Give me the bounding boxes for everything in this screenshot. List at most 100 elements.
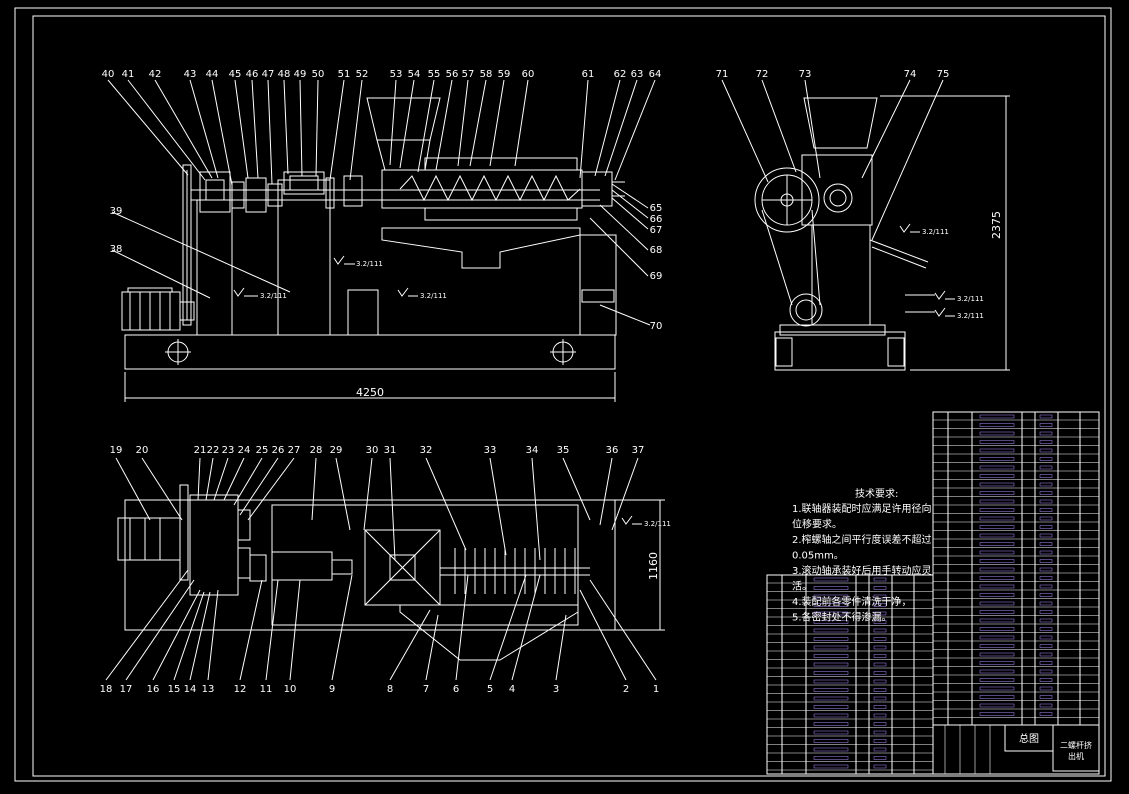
balloon-55: 55	[428, 69, 441, 80]
balloon-8: 8	[387, 684, 393, 695]
balloon-4: 4	[509, 684, 515, 695]
balloon-58: 58	[480, 69, 493, 80]
balloon-39: 39	[110, 206, 123, 217]
balloon-27: 27	[288, 445, 301, 456]
balloon-36: 36	[606, 445, 619, 456]
front-view-leaders	[107, 79, 656, 326]
balloon-29: 29	[330, 445, 343, 456]
side-hopper	[803, 97, 878, 149]
balloon-32: 32	[420, 445, 433, 456]
belt-pulley	[182, 164, 192, 326]
balloon-20: 20	[136, 445, 149, 456]
roughness-label-front-3: 3.2/111	[420, 292, 447, 300]
note-line: 位移要求。	[792, 518, 842, 531]
small-pulley	[789, 293, 823, 327]
balloon-52: 52	[356, 69, 369, 80]
product-name: 二螺杆挤出机	[1060, 740, 1092, 761]
balloon-41: 41	[122, 69, 135, 80]
balloon-16: 16	[147, 684, 160, 695]
balloon-22: 22	[207, 445, 220, 456]
balloon-17: 17	[120, 684, 133, 695]
balloon-5: 5	[487, 684, 493, 695]
balloon-62: 62	[614, 69, 627, 80]
balloon-3: 3	[553, 684, 559, 695]
technical-requirements: 技术要求: 1.联轴器装配时应满足许用径向位移要求。2.榨螺轴之间平行度误差不超…	[792, 487, 932, 624]
gear	[823, 183, 853, 213]
roughness-label-plan: 3.2/111	[644, 520, 671, 528]
balloon-44: 44	[206, 69, 219, 80]
balloon-14: 14	[184, 684, 197, 695]
balloon-23: 23	[222, 445, 235, 456]
balloon-15: 15	[168, 684, 181, 695]
balloon-46: 46	[246, 69, 259, 80]
extruder-barrel	[381, 157, 625, 221]
notes-title: 技术要求:	[855, 487, 898, 500]
balloon-61: 61	[582, 69, 595, 80]
length-dimension	[124, 372, 616, 402]
balloon-42: 42	[149, 69, 162, 80]
balloon-2: 2	[623, 684, 629, 695]
balloon-25: 25	[256, 445, 269, 456]
large-pulley	[754, 167, 820, 233]
plan-view	[105, 457, 665, 681]
balloon-35: 35	[557, 445, 570, 456]
note-line: 0.05mm。	[792, 551, 844, 562]
balloon-67: 67	[650, 225, 663, 236]
balloon-63: 63	[631, 69, 644, 80]
balloon-60: 60	[522, 69, 535, 80]
balloon-47: 47	[262, 69, 275, 80]
balloon-21: 21	[194, 445, 207, 456]
roughness-label-front-1: 3.2/111	[260, 292, 287, 300]
balloon-33: 33	[484, 445, 497, 456]
balloon-72: 72	[756, 69, 769, 80]
balloon-48: 48	[278, 69, 291, 80]
balloon-45: 45	[229, 69, 242, 80]
width-dimension-label: 1160	[647, 552, 660, 580]
roughness-marks-front	[233, 255, 418, 297]
plan-screw-flights	[454, 548, 576, 594]
balloon-54: 54	[408, 69, 421, 80]
drawing-name: 总图	[1019, 732, 1039, 745]
note-line: 3.滚动轴承装好后用手转动应灵	[792, 564, 932, 577]
inner-border	[32, 15, 1106, 777]
balloon-19: 19	[110, 445, 123, 456]
balloon-66: 66	[650, 214, 663, 225]
motor	[121, 287, 195, 331]
balloon-71: 71	[716, 69, 729, 80]
outer-border	[14, 7, 1112, 782]
balloon-69: 69	[650, 271, 663, 282]
balloon-38: 38	[110, 244, 123, 255]
note-line: 活。	[792, 581, 812, 593]
front-view	[107, 79, 656, 402]
length-dimension-label: 4250	[356, 386, 384, 399]
oil-trough	[381, 227, 581, 269]
roughness-label-side-1: 3.2/111	[922, 228, 949, 236]
balloon-64: 64	[649, 69, 662, 80]
balloon-70: 70	[650, 321, 663, 332]
balloon-18: 18	[100, 684, 113, 695]
balloon-30: 30	[366, 445, 379, 456]
balloon-40: 40	[102, 69, 115, 80]
balloon-34: 34	[526, 445, 539, 456]
balloon-57: 57	[462, 69, 475, 80]
balloon-56: 56	[446, 69, 459, 80]
plan-coupling-box	[271, 551, 333, 581]
side-view	[721, 79, 1010, 371]
balloon-26: 26	[272, 445, 285, 456]
balloon-1: 1	[653, 684, 659, 695]
balloon-74: 74	[904, 69, 917, 80]
balloon-10: 10	[284, 684, 297, 695]
balloon-73: 73	[799, 69, 812, 80]
balloon-49: 49	[294, 69, 307, 80]
roughness-label-front-2: 3.2/111	[356, 260, 383, 268]
balloon-51: 51	[338, 69, 351, 80]
note-line: 5.各密封处不得渗漏。	[792, 611, 892, 624]
plan-view-leaders	[105, 457, 657, 681]
balloon-43: 43	[184, 69, 197, 80]
balloon-68: 68	[650, 245, 663, 256]
base-frame	[124, 334, 616, 370]
balloon-31: 31	[384, 445, 397, 456]
roughness-label-side-3: 3.2/111	[957, 312, 984, 320]
